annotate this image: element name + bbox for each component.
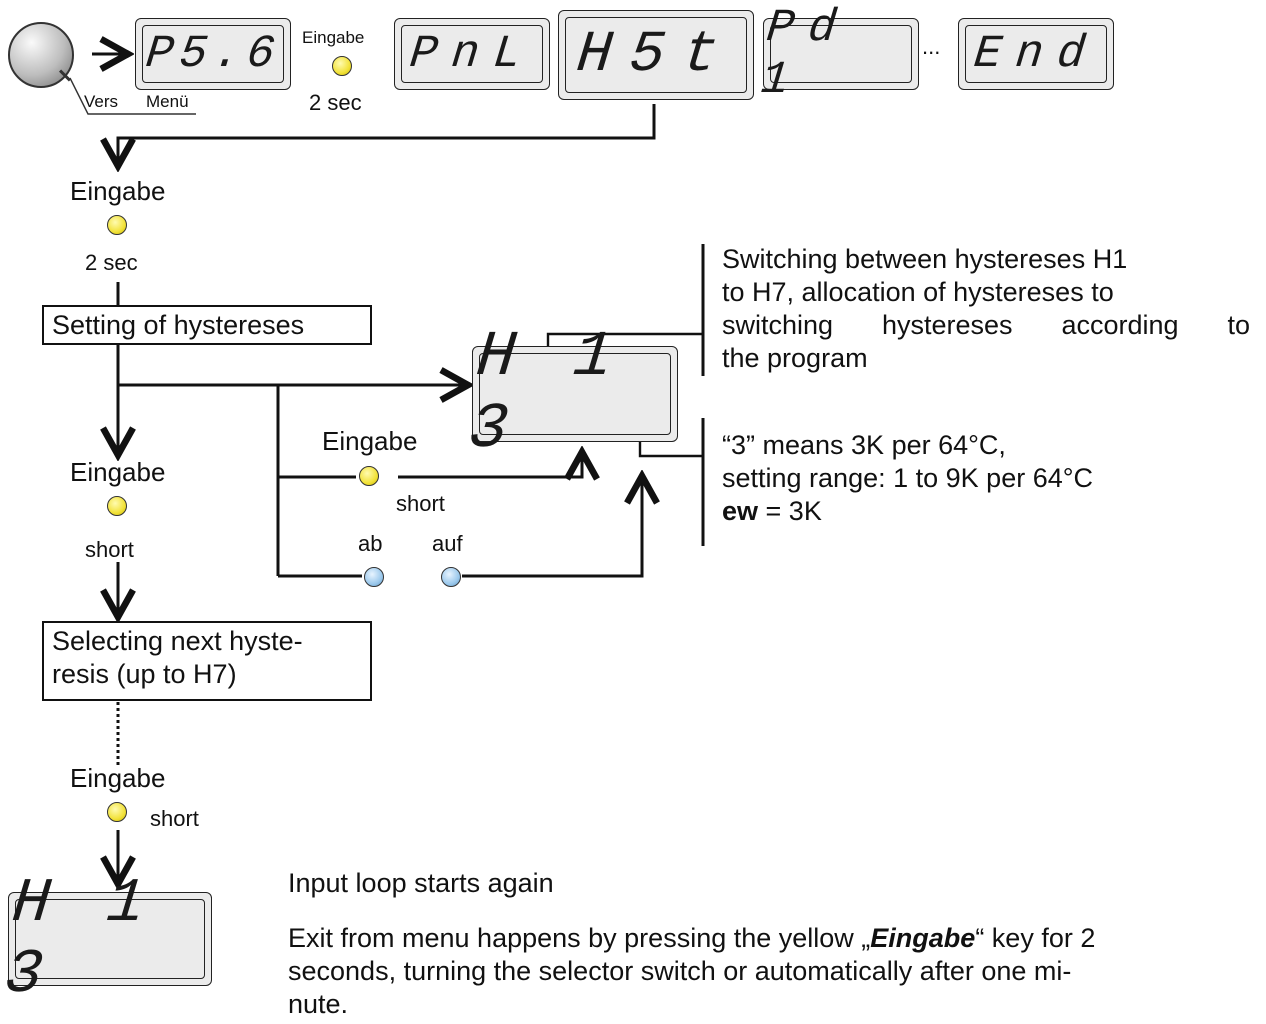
box-setting-hystereses: Setting of hystereses [42,305,372,345]
step2-time: short [85,537,134,562]
key-time-top: 2 sec [309,90,362,115]
note-switching-line4: the program [722,343,868,373]
footer-exit-line2: seconds, turning the selector switch or … [288,956,1072,986]
step2-key-label: Eingabe [70,457,166,487]
box-next-line1: Selecting next hyste- [52,626,303,656]
note-range-line3: ew = 3K [722,496,822,526]
step1-key-label: Eingabe [70,176,166,206]
display-end: End [958,18,1114,90]
display-hst: H5t [558,10,754,100]
display-pnl: PnL [394,18,550,90]
selector-knob[interactable] [8,22,74,88]
eingabe-key-step2[interactable] [107,496,127,516]
knob-label-vers: Vers [84,92,119,111]
branch-enter-time: short [396,491,445,516]
note-range: “3” means 3K per 64°C, setting range: 1 … [722,429,1250,528]
step3-key-label: Eingabe [70,763,166,793]
display-pd1: Pd 1 [759,2,919,106]
eingabe-key-step3[interactable] [107,802,127,822]
knob-label-lines [69,77,196,115]
eingabe-key-top[interactable] [332,56,352,76]
ellipsis: ... [922,34,941,59]
ab-key[interactable] [364,567,384,587]
key-label-top: Eingabe [302,28,365,47]
display-bottom-h13: H 1 3 [2,868,212,1010]
note-switching: Switching between hystereses H1 to H7, a… [722,243,1250,375]
display-p56: P5.6 [135,18,291,90]
branch-up-label: auf [432,531,463,556]
note-range-line1: “3” means 3K per 64°C, [722,430,1006,460]
eingabe-key-branch[interactable] [359,466,379,486]
display-main-h13: H 1 3 [465,322,678,466]
box-next-hysteresis: Selecting next hyste- resis (up to H7) [42,621,372,701]
auf-key[interactable] [441,567,461,587]
footer-exit: Exit from menu happens by pressing the y… [288,922,1248,1021]
note-switching-line2: to H7, allocation of hystereses to [722,277,1114,307]
note-range-line2: setting range: 1 to 9K per 64°C [722,463,1094,493]
step1-time: 2 sec [85,250,138,275]
footer-exit-line3: nute. [288,989,349,1019]
branch-enter-label: Eingabe [322,426,418,456]
branch-down-label: ab [358,531,383,556]
footer-exit-line1: Exit from menu happens by pressing the y… [288,923,1096,953]
footer-loop: Input loop starts again [288,868,554,898]
step3-time: short [150,806,199,831]
box-next-line2: resis (up to H7) [52,659,237,689]
note-switching-line3: switching hystereses according to [722,310,1250,340]
eingabe-key-step1[interactable] [107,215,127,235]
knob-label-menu: Menü [146,92,189,111]
note-switching-line1: Switching between hystereses H1 [722,244,1128,274]
